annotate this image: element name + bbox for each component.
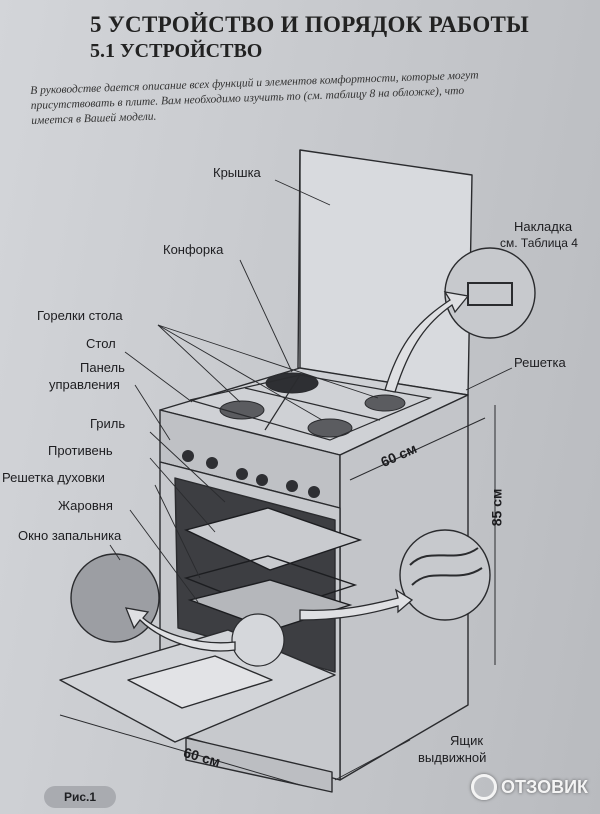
lid [297,149,473,396]
hotplate-disc [265,372,319,394]
label-panel-line2: управления [49,377,120,392]
label-height: 85 см [488,488,505,527]
label-baking-tray: Противень [48,443,113,458]
leader-baking-tray [149,457,216,533]
figure-caption: Рис.1 [44,786,116,808]
label-oven-rack: Решетка духовки [2,470,105,485]
label-grill: Гриль [90,416,126,431]
control-knob [182,450,194,462]
label-roasting-pan: Жаровня [58,498,113,513]
label-overlay: Накладка [514,219,573,234]
leader-burners [157,324,379,399]
ignition-window-spot [231,613,285,667]
burner [307,418,353,438]
storage-drawer [185,737,333,793]
control-knob [236,468,248,480]
leader-table [124,351,193,403]
label-lid: Крышка [213,165,261,180]
leader-grill [149,431,226,503]
door-glass [127,655,273,709]
arrow-to-overlay [384,291,470,393]
leader-burners [157,324,323,421]
label-burners: Горелки стола [37,308,123,323]
label-drawer-line2: выдвижной [418,750,487,765]
label-drawer-line1: Ящик [450,733,484,748]
control-knob [256,474,268,486]
leader-burners [157,324,241,403]
watermark-text: ОТЗОВИК [501,776,588,797]
label-panel-line1: Панель [80,360,125,375]
leader-hotplate [239,259,293,373]
rack-profile [411,567,483,586]
rack-profile [409,547,479,566]
leader-ignition [109,544,121,561]
leader-grate [465,367,513,391]
watermark-logo-icon [471,774,498,800]
leader-oven-rack [154,484,201,579]
label-grate: Решетка [514,355,566,370]
label-table: Стол [86,336,116,351]
label-ignition-window: Окно запальника [18,528,122,543]
ignition-window-inset [70,553,160,643]
overlay-part [467,282,513,306]
depth-dimension-line [59,714,301,786]
burner [219,400,265,420]
hob-grate [189,374,433,441]
width-dimension-line [349,417,486,481]
arrow-to-rack [299,588,414,621]
leader-lid [274,179,331,206]
label-overlay-ref: см. Таблица 4 [500,236,578,250]
burner [364,394,406,412]
control-knob [286,480,298,492]
arrow-to-ignition [124,607,236,652]
control-knob [206,457,218,469]
baking-tray [183,507,363,571]
leader-drawer [334,739,411,781]
watermark: ОТЗОВИК [471,772,588,802]
control-knob [308,486,320,498]
section-title: 5 УСТРОЙСТВО И ПОРЯДОК РАБОТЫ [90,12,530,37]
label-hotplate: Конфорка [163,242,224,257]
leader-roasting-pan [129,509,199,603]
leader-panel [134,384,171,441]
subsection-title: 5.1 УСТРОЙСТВО [90,40,263,62]
overlay-detail-inset [444,247,536,339]
